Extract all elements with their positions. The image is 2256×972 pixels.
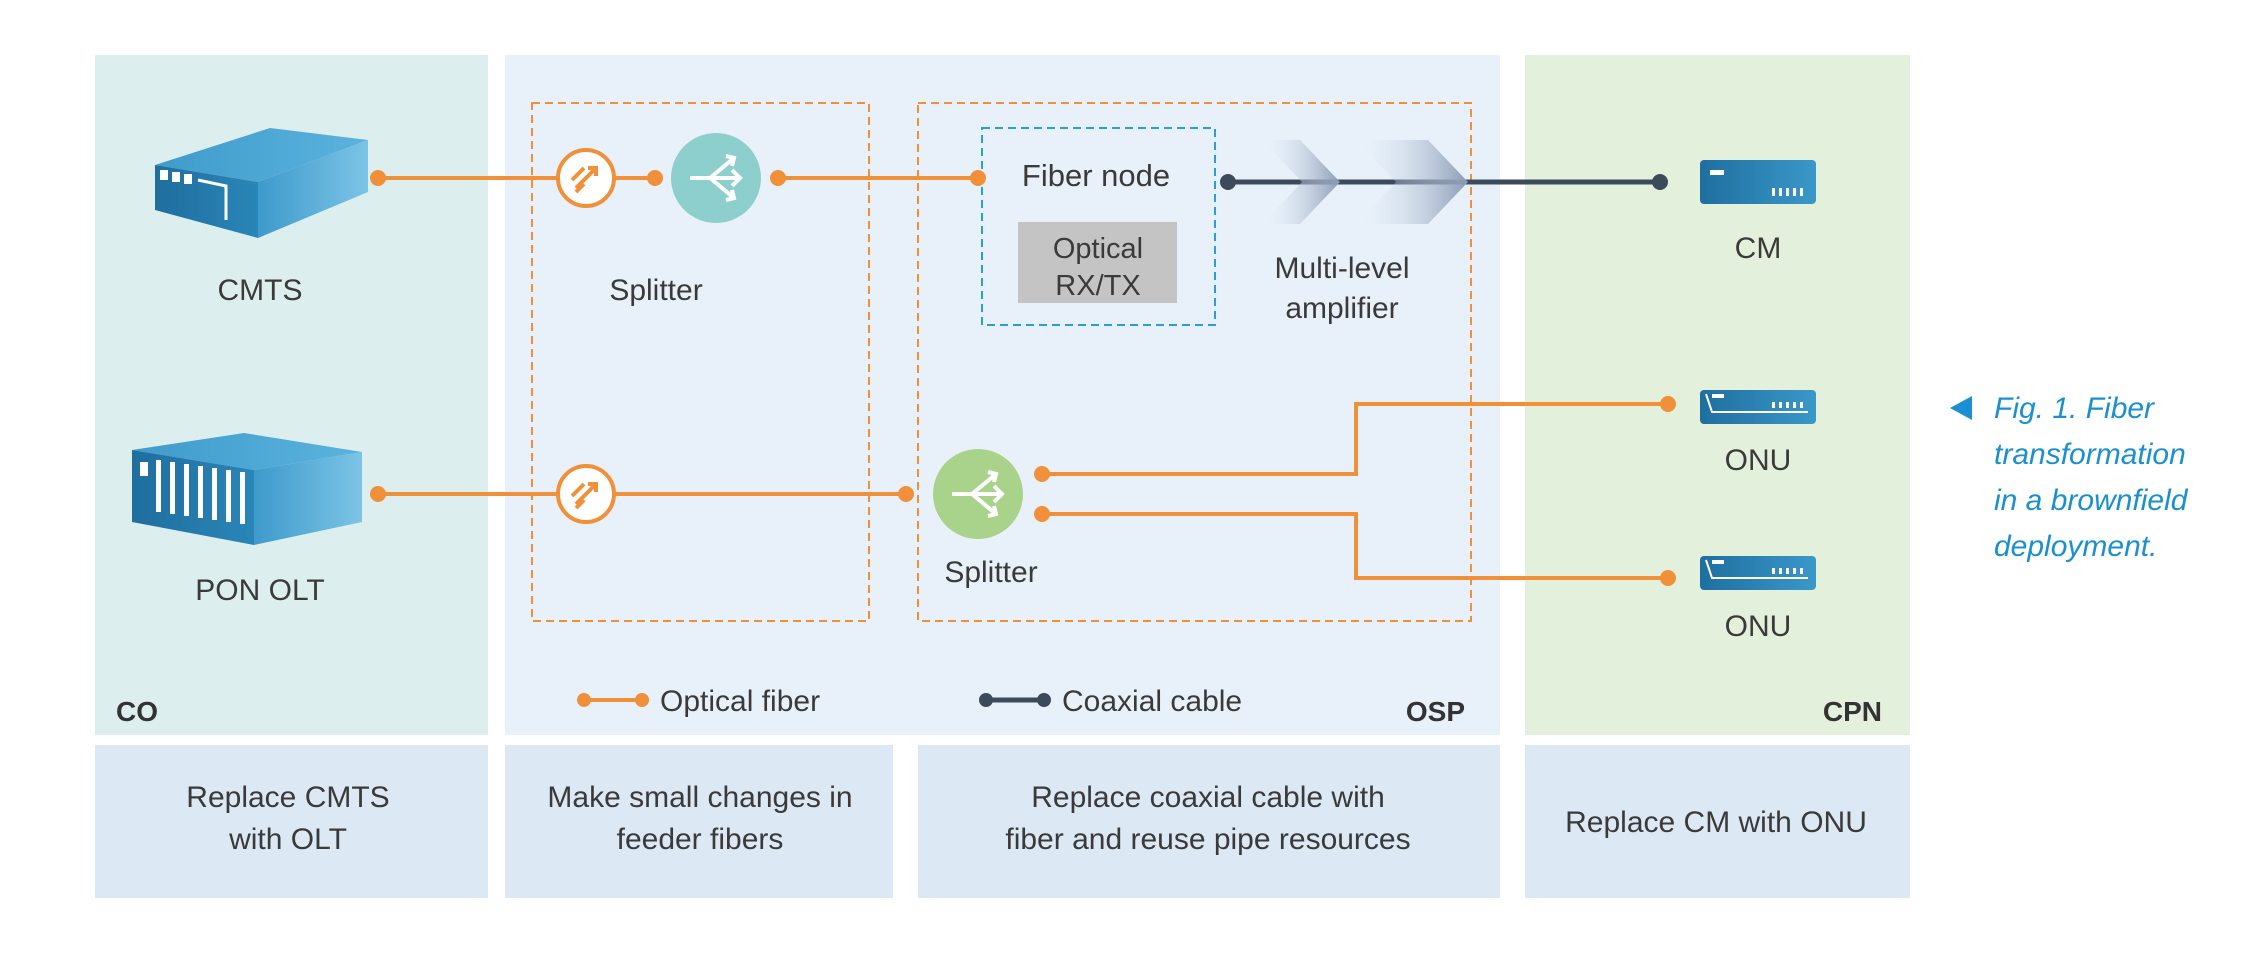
- action-osp-line2: fiber and reuse pipe resources: [1005, 823, 1410, 856]
- cm-device-icon: [1700, 160, 1816, 204]
- multi-level-amplifier-icon: [1262, 140, 1468, 224]
- action-co-line1: Replace CMTS: [186, 781, 389, 814]
- amplifier-label-line2: amplifier: [1285, 292, 1398, 325]
- feeder-dashed-region: [531, 102, 870, 622]
- pon-olt-label: PON OLT: [195, 574, 324, 607]
- cmts-label: CMTS: [218, 274, 303, 307]
- splitter-bottom-label: Splitter: [944, 556, 1037, 589]
- action-box-osp: [918, 745, 1500, 898]
- cmts-device-icon: [155, 128, 368, 238]
- fiber-node-label: Fiber node: [1022, 158, 1170, 193]
- amplifier-label-line1: Multi-level: [1274, 252, 1409, 285]
- onu-device-icon: [1700, 390, 1816, 424]
- legend-coaxial-cable-swatch: [979, 693, 1051, 707]
- action-feeder-line1: Make small changes in: [547, 781, 852, 814]
- splitter-icon: [933, 449, 1023, 539]
- distribution-dashed-region: [917, 102, 1472, 622]
- legend-coaxial-cable-label: Coaxial cable: [1062, 685, 1242, 718]
- action-cpn-line1: Replace CM with ONU: [1565, 806, 1867, 839]
- legend-optical-fiber-swatch: [577, 693, 649, 707]
- bottom-fiber-dots: [370, 396, 1676, 586]
- splitter-top-label: Splitter: [609, 274, 702, 307]
- top-fiber-dots: [370, 170, 986, 186]
- caption-line1: Fig. 1. Fiber: [1994, 392, 2155, 425]
- optical-label-line2: RX/TX: [1055, 270, 1140, 302]
- onu-label-2: ONU: [1725, 610, 1792, 643]
- action-feeder-line2: feeder fibers: [617, 823, 784, 856]
- caption-pointer-icon: [1950, 396, 1972, 420]
- legend-optical-fiber-label: Optical fiber: [660, 685, 820, 718]
- caption-line4: deployment.: [1994, 530, 2157, 563]
- onu-label-1: ONU: [1725, 444, 1792, 477]
- splitter-icon: [671, 133, 761, 223]
- action-co-line2: with OLT: [228, 823, 347, 856]
- optical-label-line1: Optical: [1053, 233, 1143, 265]
- action-box-co: [95, 745, 488, 898]
- cpn-zone-label: CPN: [1823, 696, 1882, 727]
- caption-line2: transformation: [1994, 438, 2186, 471]
- optical-connector-icon: [556, 148, 616, 208]
- optical-connector-icon: [556, 464, 616, 524]
- pon-olt-device-icon: [132, 433, 362, 545]
- onu-device-icon: [1700, 556, 1816, 590]
- osp-zone-label: OSP: [1406, 696, 1465, 727]
- caption-line3: in a brownfield: [1994, 484, 2189, 517]
- action-box-feeder: [505, 745, 893, 898]
- action-osp-line1: Replace coaxial cable with: [1031, 781, 1385, 814]
- optical-rxtx-box: [1018, 222, 1177, 303]
- co-zone-label: CO: [116, 696, 158, 727]
- cm-label: CM: [1735, 232, 1782, 265]
- action-box-cpn: [1525, 745, 1910, 898]
- bottom-fiber-path: [378, 402, 1668, 580]
